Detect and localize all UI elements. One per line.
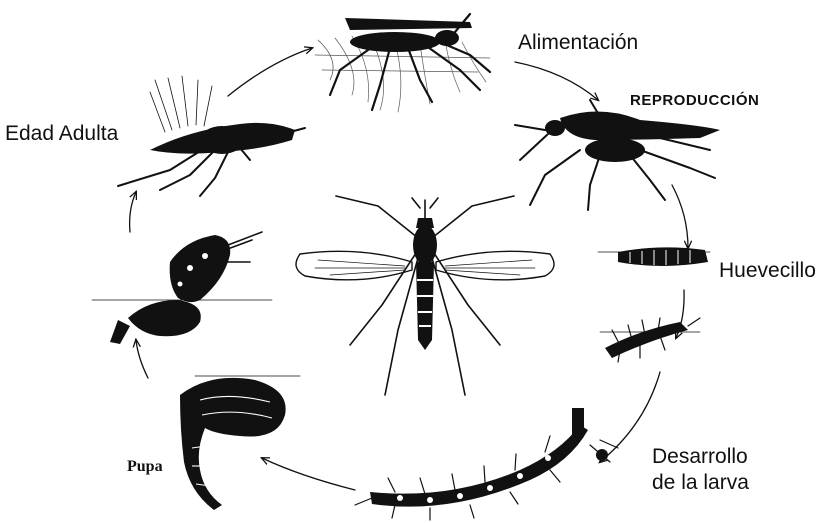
arrow-reproduction-to-egg bbox=[672, 185, 688, 248]
developing-larva-icon bbox=[355, 408, 618, 520]
label-adult: Edad Adulta bbox=[5, 122, 118, 146]
emerging-adult-icon bbox=[92, 232, 272, 344]
label-pupa: Pupa bbox=[127, 458, 163, 476]
arrow-feeding-to-reproduction bbox=[515, 62, 598, 100]
larva-icon bbox=[600, 318, 700, 362]
arrow-development-to-pupa bbox=[262, 458, 355, 490]
label-feeding: Alimentación bbox=[518, 31, 638, 55]
arrow-adult-to-feeding bbox=[228, 48, 312, 96]
label-reproduction: REPRODUCCIÓN bbox=[630, 92, 759, 109]
label-egg: Huevecillo bbox=[719, 259, 816, 283]
adult-mosquito-center-icon bbox=[296, 196, 554, 395]
mating-mosquito-icon bbox=[515, 100, 720, 210]
arrow-larva-to-development bbox=[600, 372, 660, 462]
feeding-mosquito-icon bbox=[315, 14, 490, 112]
label-larva-line-1: Desarrollo bbox=[652, 445, 748, 469]
egg-raft-icon bbox=[598, 247, 710, 266]
arrow-emergence-to-adult bbox=[130, 192, 136, 232]
label-larva-line-2: de la larva bbox=[652, 471, 749, 495]
adult-mosquito-icon bbox=[118, 76, 305, 196]
pupa-icon bbox=[180, 376, 300, 510]
arrow-pupa-to-emergence bbox=[136, 340, 148, 378]
